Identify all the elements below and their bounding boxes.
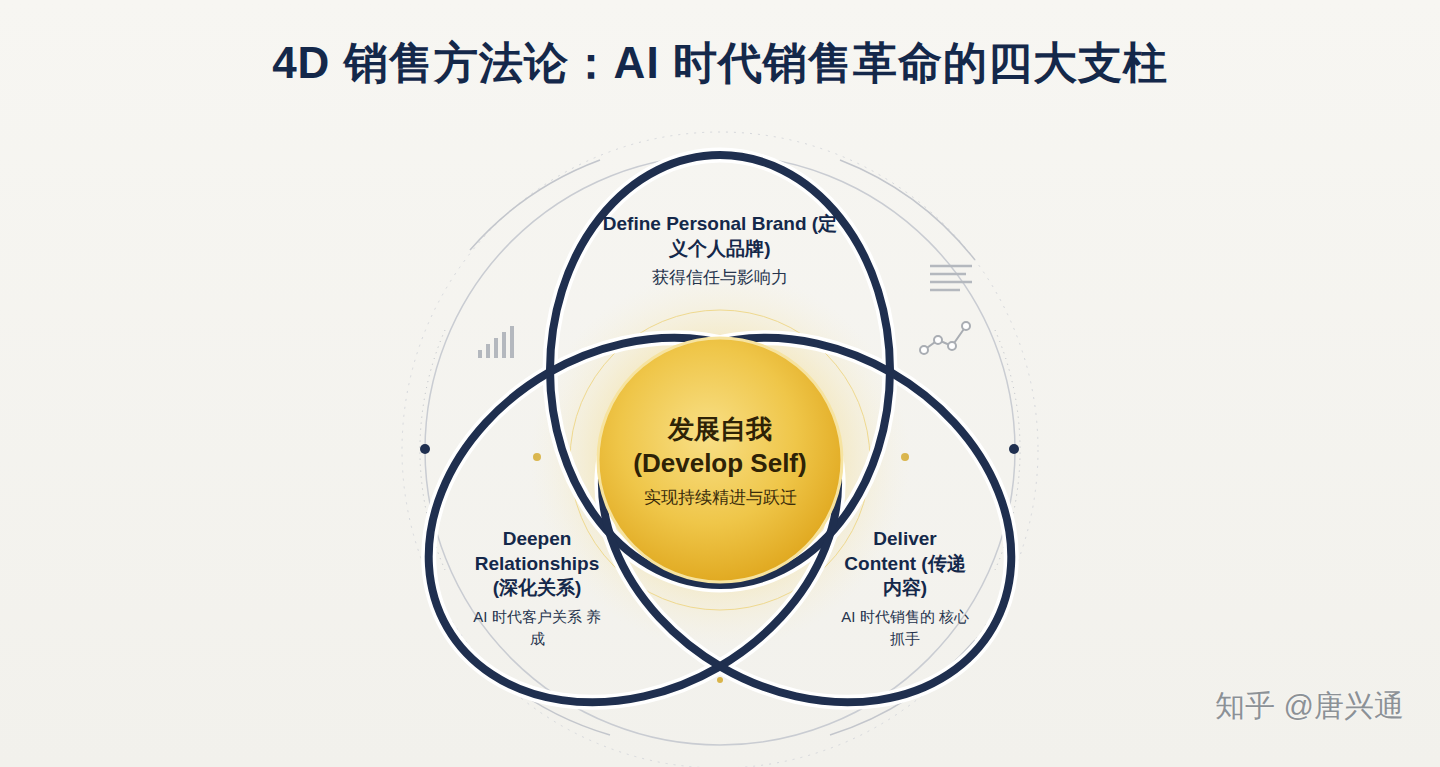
node-body: 实现持续精进与跃迁 [615,486,825,511]
node-body: AI 时代销售的 核心抓手 [835,606,975,650]
line-chart-icon [920,322,970,354]
glow [530,270,910,650]
node-body: 获得信任与影响力 [595,266,845,291]
loop-gap [550,155,890,585]
node-heading: Deepen Relationships (深化关系) [467,527,607,601]
node-heading: 发展自我 (Develop Self) [615,413,825,481]
bar-chart-icon [478,326,514,358]
loop-outline [362,265,904,767]
node-heading: Deliver Content (传递内容) [835,527,975,601]
loop-outline [535,265,1077,767]
brand-loop: Define Personal Brand (定义个人品牌) 获得信任与影响力 [595,212,845,291]
diagram-title: 4D 销售方法论：AI 时代销售革命的四大支柱 [0,34,1440,93]
content-loop: Deliver Content (传递内容) AI 时代销售的 核心抓手 [835,527,975,650]
list-icon [930,266,972,290]
trefoil-loops [362,155,1078,767]
node-body: AI 时代客户关系 养成 [467,606,607,650]
node-heading: Define Personal Brand (定义个人品牌) [595,212,845,261]
relationships-loop: Deepen Relationships (深化关系) AI 时代客户关系 养成 [467,527,607,650]
watermark: 知乎 @唐兴通 [1215,686,1404,727]
center-circle-node: 发展自我 (Develop Self) 实现持续精进与跃迁 [615,413,825,510]
loop-outline [550,155,890,585]
loop-gap [535,265,1077,767]
center-circle [598,338,842,582]
